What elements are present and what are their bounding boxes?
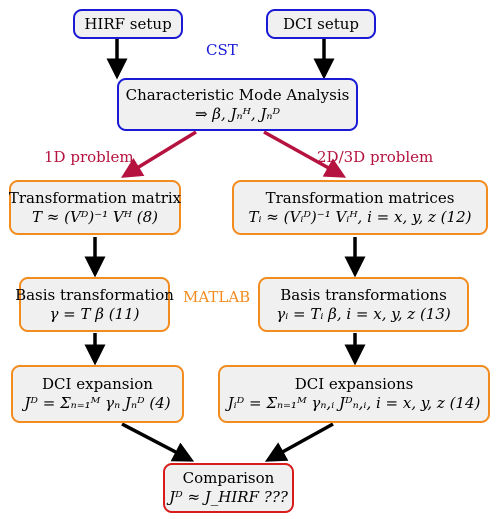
transformation-matrices-formula: Tᵢ ≈ (Vᵢᴰ)⁻¹ Vᵢᴴ, i = x, y, z (12) xyxy=(248,207,472,226)
basis-transformation-box: Basis transformation γ = T β (11) xyxy=(15,277,174,332)
transformation-matrix-formula: T ≈ (Vᴰ)⁻¹ Vᴴ (8) xyxy=(31,207,158,226)
comparison-box: Comparison Jᴰ ≈ J_HIRF ??? xyxy=(163,463,294,513)
cma-box: Characteristic Mode Analysis ⇒ β, Jₙᴴ, J… xyxy=(117,78,358,131)
dci-setup-label: DCI setup xyxy=(282,14,360,33)
dci-expansion-formula: Jᴰ = Σₙ₌₁ᴹ γₙ Jₙᴰ (4) xyxy=(24,394,171,412)
cst-label: CST xyxy=(206,41,238,59)
hirf-setup-box: HIRF setup xyxy=(73,9,183,39)
arrow-cma-to-1d xyxy=(121,130,197,178)
basis-transformations-title: Basis transformations xyxy=(280,285,447,304)
label-3d-problem: 2D/3D problem xyxy=(317,148,434,166)
hirf-setup-label: HIRF setup xyxy=(84,14,172,33)
dci-expansions-box: DCI expansions Jᵢᴰ = Σₙ₌₁ᴹ γₙ,ᵢ Jᴰₙ,ᵢ, i… xyxy=(218,365,490,423)
arrow-dci3d-to-comparison xyxy=(264,422,334,462)
dci-expansions-formula: Jᵢᴰ = Σₙ₌₁ᴹ γₙ,ᵢ Jᴰₙ,ᵢ, i = x, y, z (14) xyxy=(227,394,481,412)
dci-setup-box: DCI setup xyxy=(266,9,376,39)
arrow-cma-to-3d xyxy=(263,130,347,178)
cma-title: Characteristic Mode Analysis xyxy=(125,85,350,104)
dci-expansion-title: DCI expansion xyxy=(42,375,153,394)
transformation-matrices-title: Transformation matrices xyxy=(265,188,455,207)
comparison-title: Comparison xyxy=(182,469,275,488)
basis-transformation-formula: γ = T β (11) xyxy=(49,304,140,323)
matlab-label: MATLAB xyxy=(183,288,251,306)
dci-expansions-title: DCI expansions xyxy=(294,375,414,394)
label-1d-problem: 1D problem xyxy=(44,148,134,166)
transformation-matrices-box: Transformation matrices Tᵢ ≈ (Vᵢᴰ)⁻¹ Vᵢᴴ… xyxy=(232,180,488,235)
transformation-matrix-title: Transformation matrix xyxy=(8,188,182,207)
basis-transformations-box: Basis transformations γᵢ = Tᵢ β, i = x, … xyxy=(258,277,469,332)
basis-transformation-title: Basis transformation xyxy=(15,285,174,304)
dci-expansion-box: DCI expansion Jᴰ = Σₙ₌₁ᴹ γₙ Jₙᴰ (4) xyxy=(11,365,184,423)
arrow-dci1d-to-comparison xyxy=(121,422,195,462)
cma-formula: ⇒ β, Jₙᴴ, Jₙᴰ xyxy=(194,104,281,123)
transformation-matrix-box: Transformation matrix T ≈ (Vᴰ)⁻¹ Vᴴ (8) xyxy=(9,180,181,235)
comparison-formula: Jᴰ ≈ J_HIRF ??? xyxy=(169,488,288,506)
basis-transformations-formula: γᵢ = Tᵢ β, i = x, y, z (13) xyxy=(276,304,451,323)
